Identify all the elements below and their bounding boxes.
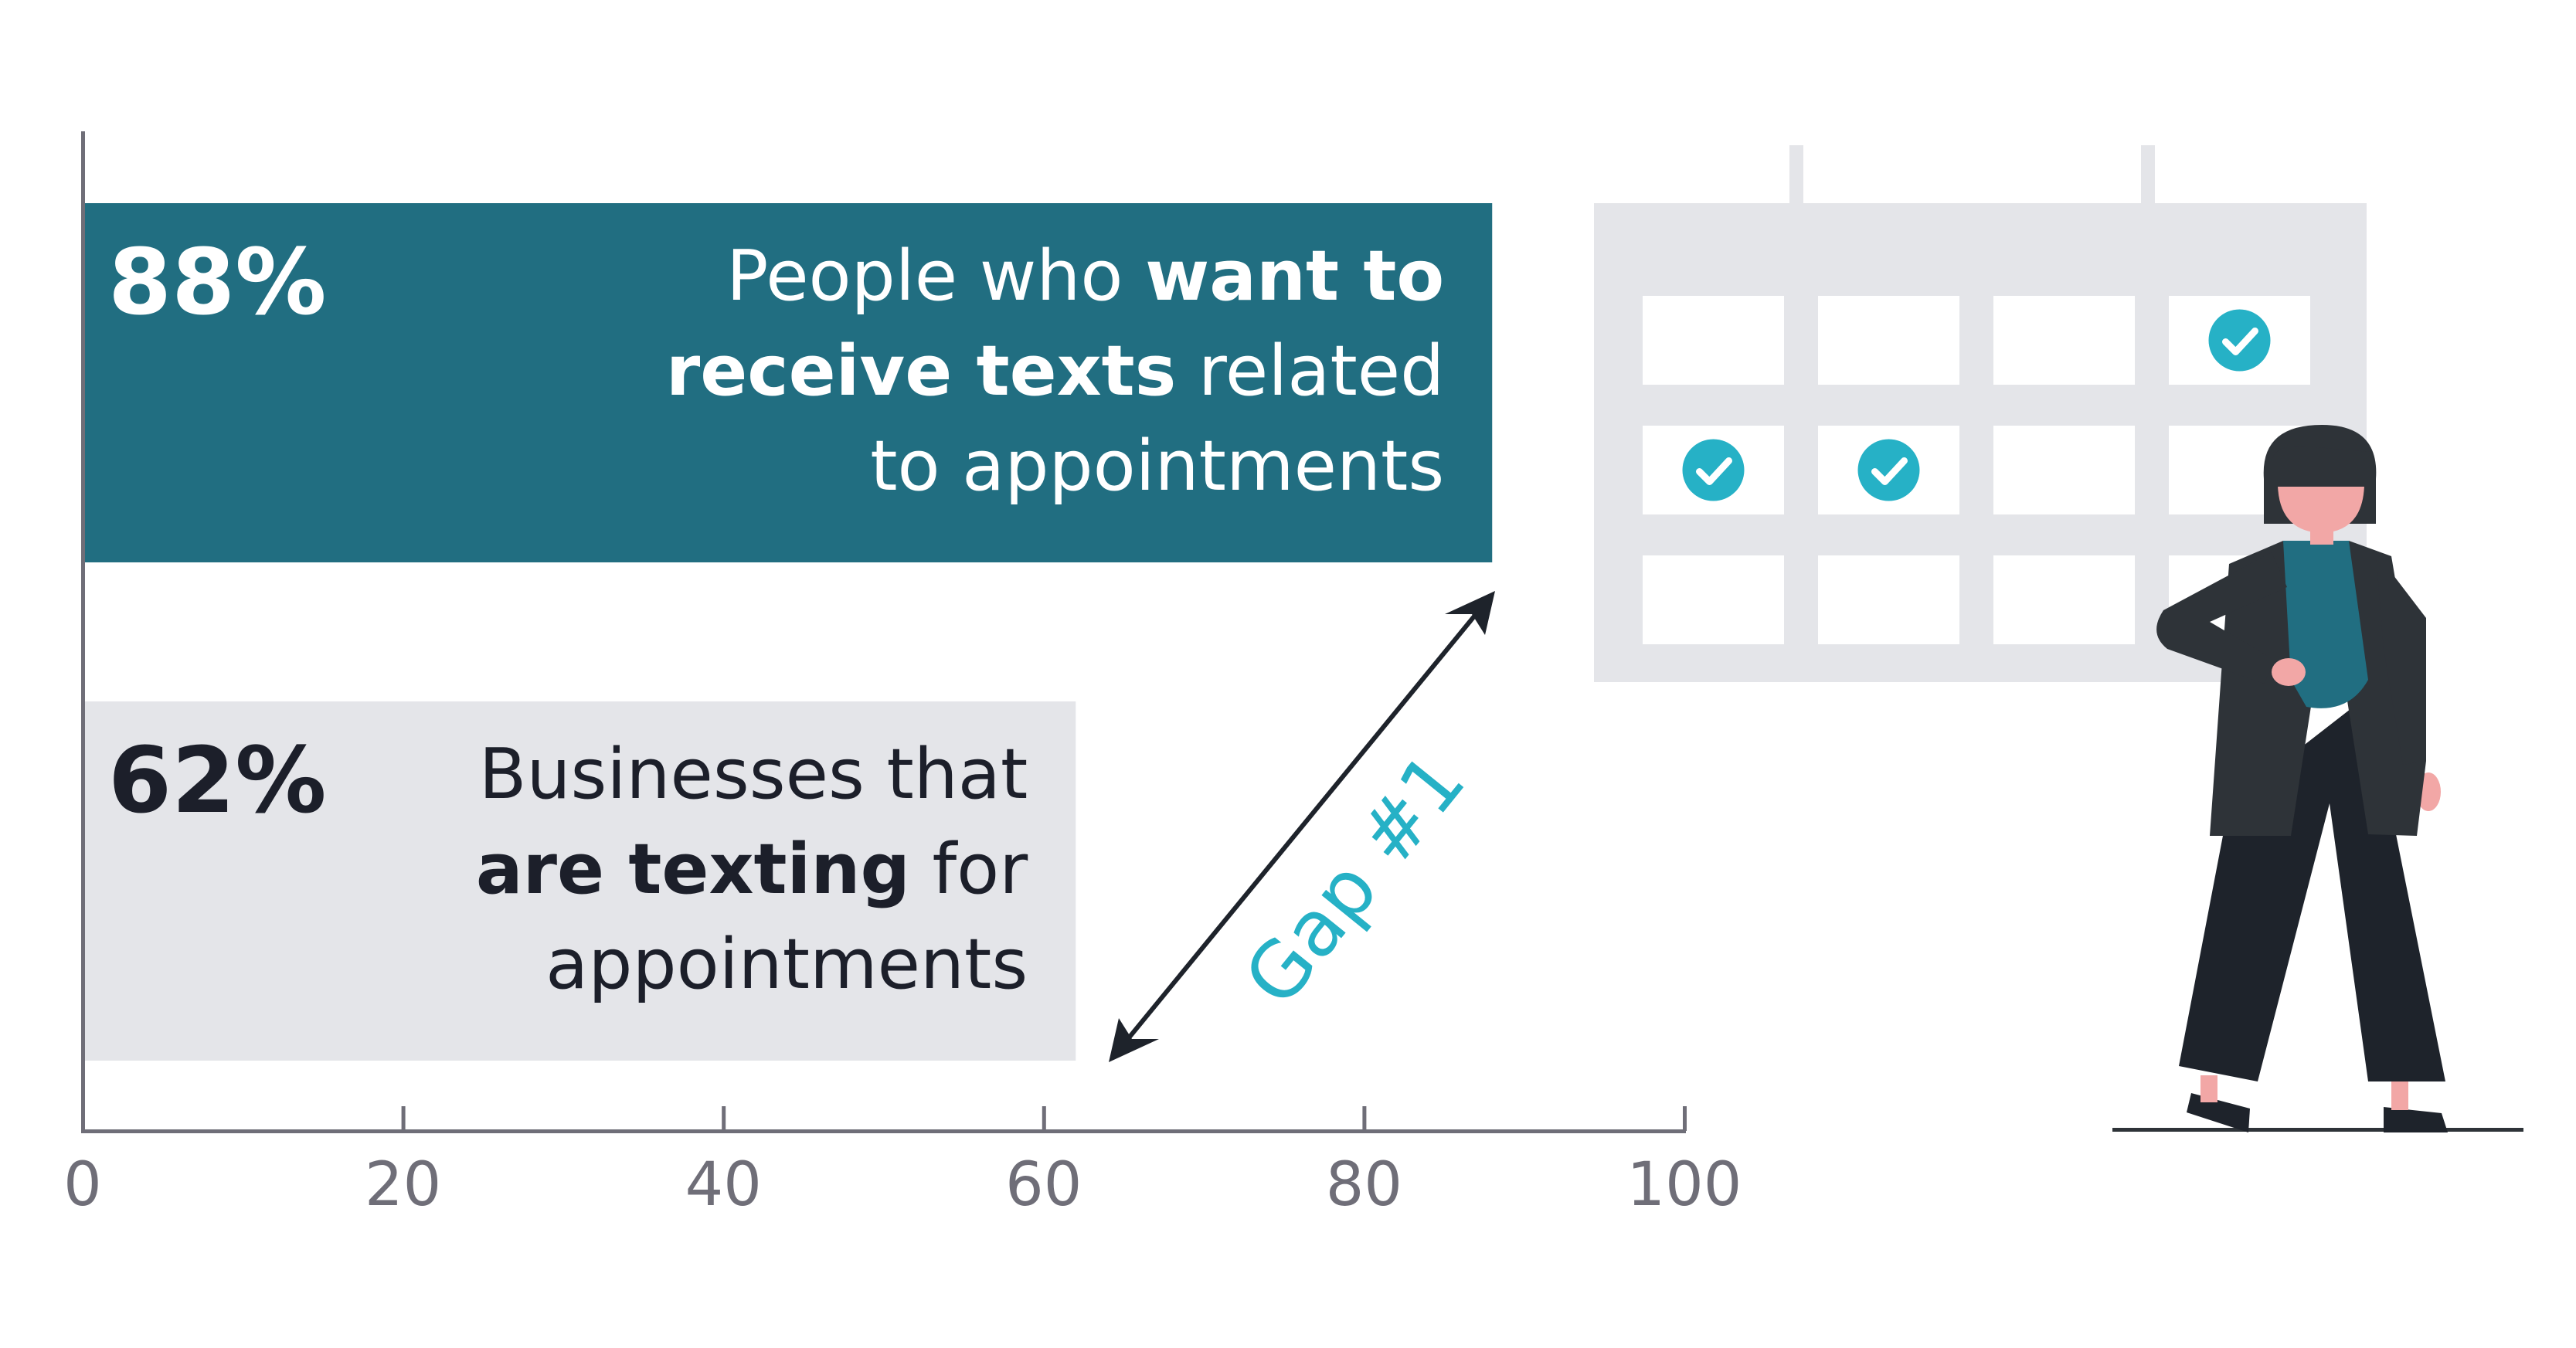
bar-0 [83,203,1493,562]
x-tick-mark [1042,1106,1046,1131]
x-tick-mark [1683,1106,1687,1131]
gap-arrow-head [1109,1018,1159,1062]
calendar-day-cell [1643,555,1784,644]
bar-description-line: to appointments [870,426,1444,507]
bar-value-label: 62% [108,727,326,834]
checkmark-icon [2208,309,2271,372]
bar-description-line: are texting for [476,829,1028,910]
y-axis-line [81,131,85,1132]
gap-arrow-line [1121,607,1483,1046]
calendar-day-cell [1993,426,2135,514]
x-tick-label: 40 [685,1150,762,1220]
calendar-day-cell [1993,555,2135,644]
bar-description-line: People who want to [726,236,1444,317]
bar-description-line: appointments [545,924,1028,1005]
x-tick-label: 100 [1627,1150,1742,1220]
gap-arrow-head [1445,591,1495,635]
x-tick-label: 20 [365,1150,441,1220]
bar-description-line: receive texts related [666,331,1444,412]
gap-annotation: Gap #1 [1227,736,1483,1022]
x-tick-label: 0 [63,1150,102,1220]
calendar-day-cell [1818,296,1959,385]
bar-1 [83,701,1076,1061]
checkmark-icon [1682,439,1745,501]
calendar-day-cell [1993,296,2135,385]
x-tick-label: 80 [1326,1150,1402,1220]
x-axis-line [81,1129,1686,1133]
bar-value-label: 88% [108,229,326,335]
x-tick-mark [722,1106,726,1131]
calendar-day-cell [1818,555,1959,644]
bar-description-line: Businesses that [479,734,1028,815]
calendar-day-cell [1643,296,1784,385]
x-tick-mark [1362,1106,1367,1131]
x-tick-label: 60 [1005,1150,1082,1220]
x-tick-mark [81,1106,85,1131]
x-tick-mark [401,1106,406,1131]
bar-chart: 88% People who want to receive texts relat… [63,131,1742,1220]
person-icon [2112,425,2523,1132]
checkmark-icon [1857,439,1920,501]
